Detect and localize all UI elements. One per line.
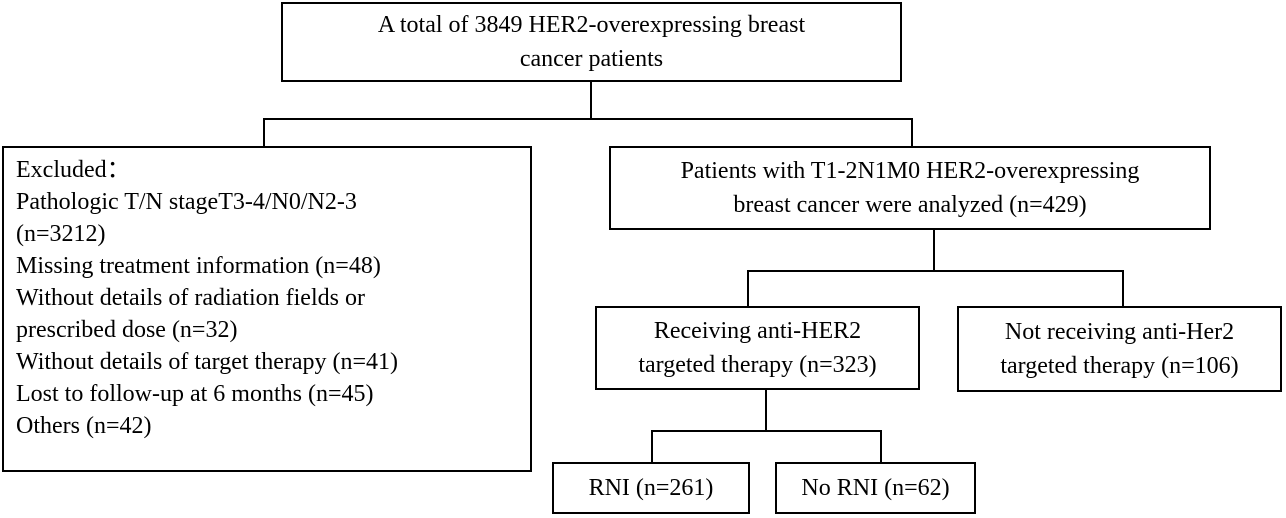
excluded-title: Excluded： — [16, 157, 131, 183]
connector-to-rni — [651, 430, 653, 464]
excluded-item: Without details of target therapy (n=41) — [16, 349, 399, 375]
connector-to-not-receiving — [1122, 270, 1124, 308]
excluded-item: Others (n=42) — [16, 413, 152, 439]
connector-split-bottom — [651, 430, 882, 432]
rni-box: RNI (n=261) — [552, 462, 750, 514]
connector-receiving-down — [765, 390, 767, 432]
excluded-item: (n=3212) — [16, 221, 106, 247]
not-receiving-line-1: Not receiving anti-Her2 — [1004, 319, 1235, 345]
not-receiving-therapy-box: Not receiving anti-Her2 targeted therapy… — [957, 306, 1282, 392]
analyzed-line-2: breast cancer were analyzed (n=429) — [733, 192, 1087, 218]
no-rni-box: No RNI (n=62) — [775, 462, 976, 514]
receiving-line-1: Receiving anti-HER2 — [653, 318, 862, 344]
excluded-item: Missing treatment information (n=48) — [16, 253, 381, 279]
connector-total-down — [590, 80, 592, 120]
analyzed-line-1: Patients with T1-2N1M0 HER2-overexpressi… — [680, 158, 1140, 184]
total-patients-box: A total of 3849 HER2-overexpressing brea… — [281, 2, 902, 82]
connector-split-mid — [747, 270, 1124, 272]
connector-to-no-rni — [880, 430, 882, 464]
connector-to-receiving — [747, 270, 749, 308]
no-rni-label: No RNI (n=62) — [801, 475, 950, 501]
rni-label: RNI (n=261) — [588, 475, 714, 501]
connector-to-analyzed — [911, 118, 913, 146]
excluded-item: Without details of radiation fields or — [16, 285, 365, 311]
excluded-item: Pathologic T/N stageT3-4/N0/N2-3 — [16, 189, 357, 215]
receiving-therapy-box: Receiving anti-HER2 targeted therapy (n=… — [595, 306, 920, 390]
total-patients-line-1: A total of 3849 HER2-overexpressing brea… — [377, 12, 806, 38]
connector-split-top — [263, 118, 913, 120]
analyzed-patients-box: Patients with T1-2N1M0 HER2-overexpressi… — [609, 146, 1211, 230]
connector-to-excluded — [263, 118, 265, 148]
connector-analyzed-down — [933, 230, 935, 272]
excluded-item: Lost to follow-up at 6 months (n=45) — [16, 381, 374, 407]
excluded-item: prescribed dose (n=32) — [16, 317, 238, 343]
receiving-line-2: targeted therapy (n=323) — [638, 352, 877, 378]
not-receiving-line-2: targeted therapy (n=106) — [1000, 353, 1239, 379]
total-patients-line-2: cancer patients — [519, 46, 664, 72]
excluded-box: Excluded： Pathologic T/N stageT3-4/N0/N2… — [2, 146, 532, 472]
